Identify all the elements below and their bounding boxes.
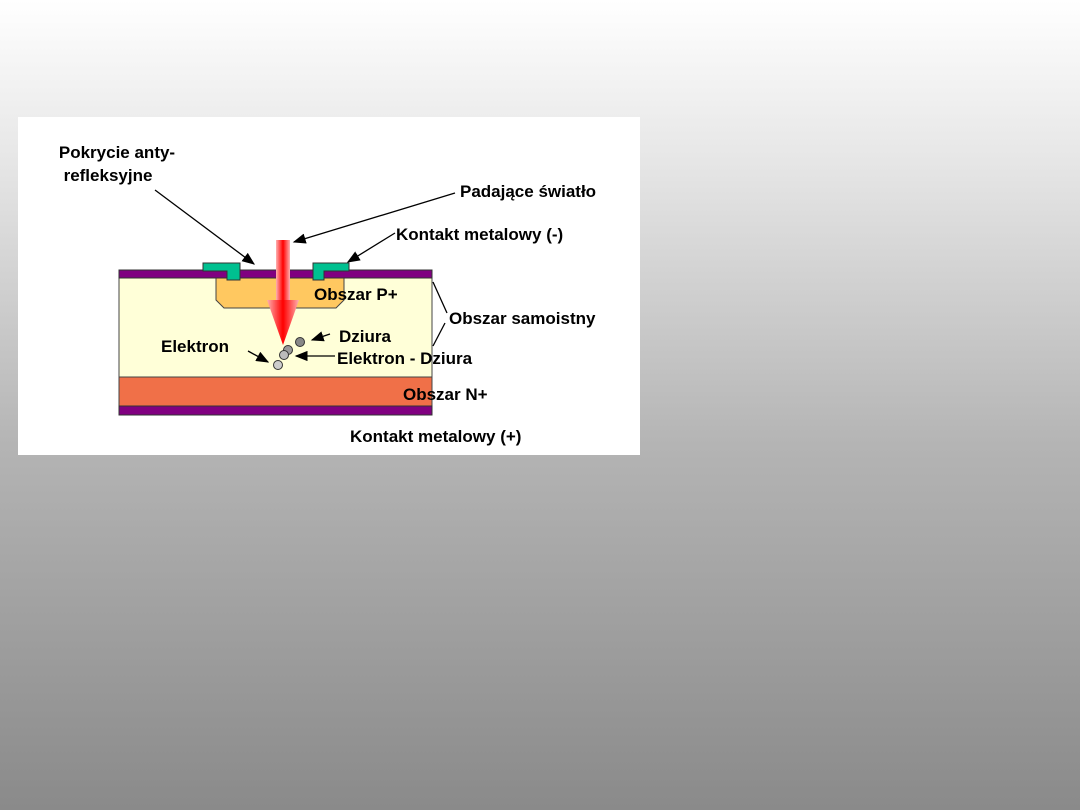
label-intrinsic-region: Obszar samoistny xyxy=(449,309,596,328)
light-arrow-head xyxy=(267,300,299,345)
right-metal-contact xyxy=(312,262,350,281)
label-metal-contact-positive: Kontakt metalowy (+) xyxy=(350,427,521,446)
label-n-region: Obszar N+ xyxy=(403,385,488,404)
label-anti-reflective-line1: Pokrycie anty- xyxy=(59,143,175,162)
label-hole: Dziura xyxy=(339,327,392,346)
bottom-metal-contact xyxy=(118,405,433,416)
top-metal-layer xyxy=(118,269,433,279)
pair-electron-dot xyxy=(279,350,289,360)
label-electron-hole-pair: Elektron - Dziura xyxy=(337,349,473,368)
label-incident-light: Padające światło xyxy=(460,182,596,201)
electron-dot xyxy=(273,360,283,370)
label-electron: Elektron xyxy=(161,337,229,356)
hole-dot xyxy=(295,337,305,347)
label-anti-reflective-line2: refleksyjne xyxy=(64,166,153,185)
leader-lines xyxy=(154,189,456,363)
left-metal-contact xyxy=(202,262,241,281)
label-p-region: Obszar P+ xyxy=(314,285,398,304)
label-metal-contact-negative: Kontakt metalowy (-) xyxy=(396,225,563,244)
light-beam xyxy=(276,240,290,302)
n-plus-region xyxy=(118,376,433,407)
